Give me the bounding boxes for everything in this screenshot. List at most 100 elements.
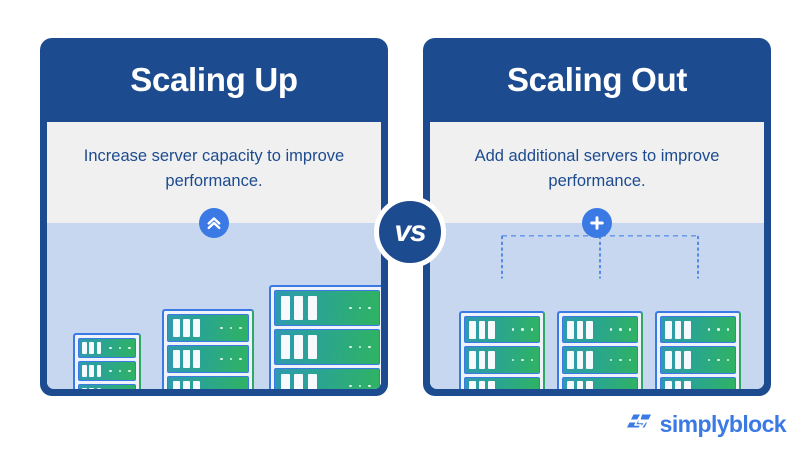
drive-bay (89, 364, 95, 378)
drive-bays (469, 381, 495, 389)
server-unit (78, 361, 136, 381)
drive-bays (281, 334, 317, 360)
drive-bay (488, 350, 495, 370)
status-dots (109, 369, 131, 373)
drive-bay (294, 334, 304, 360)
drive-bay (182, 349, 190, 369)
drive-bays (82, 341, 102, 355)
card-title-scaling-up: Scaling Up (130, 61, 298, 98)
drive-bay (89, 341, 95, 355)
server-unit (274, 329, 380, 365)
status-dot (358, 345, 362, 349)
drive-bay (674, 320, 682, 339)
status-dot (349, 384, 352, 388)
status-dot (229, 326, 233, 330)
status-dot (511, 328, 515, 331)
drive-bay (307, 295, 317, 321)
card-body-scaling-up: Increase server capacity to improve perf… (47, 122, 381, 389)
status-dots (707, 328, 730, 331)
drive-bay (478, 381, 486, 389)
drive-bays (469, 350, 495, 370)
server-rack-medium (162, 309, 254, 389)
drive-bay (586, 381, 593, 389)
status-dot (349, 345, 352, 349)
status-dots (511, 328, 534, 331)
drive-bays (665, 320, 691, 339)
status-dot (368, 345, 371, 349)
drive-bay (488, 320, 495, 339)
status-dots (109, 346, 131, 350)
server-unit (167, 314, 249, 342)
drive-bay (586, 320, 593, 339)
drive-bays (665, 381, 691, 389)
illustration-scaling-out (430, 223, 764, 389)
status-dot (358, 306, 362, 310)
status-dots (707, 358, 730, 362)
status-dot (530, 358, 534, 362)
card-body-scaling-out: Add additional servers to improve perfor… (430, 122, 764, 389)
drive-bay (182, 380, 190, 389)
drive-bay (684, 381, 691, 389)
server-unit (660, 376, 736, 389)
drive-bay (665, 350, 672, 370)
drive-bay (193, 349, 200, 369)
card-title-scaling-out: Scaling Out (506, 61, 688, 98)
illustration-scaling-up (47, 223, 381, 389)
drive-bay (281, 373, 291, 389)
server-unit (562, 346, 638, 374)
drive-bays (665, 350, 691, 370)
drive-bays (281, 295, 317, 321)
drive-bay (89, 387, 95, 389)
drive-bay (478, 350, 486, 370)
status-dot (220, 326, 223, 330)
drive-bay (665, 320, 672, 339)
server-unit (464, 316, 540, 344)
drive-bay (294, 373, 304, 389)
status-dot (118, 369, 122, 373)
card-description-scaling-out: Add additional servers to improve perfor… (474, 147, 720, 190)
server-rack-node-1 (459, 311, 545, 389)
server-rack-node-2 (557, 311, 643, 389)
status-dot (109, 369, 112, 373)
server-unit (464, 376, 540, 389)
status-dot (128, 369, 131, 373)
drive-bay (478, 320, 486, 339)
status-dot (349, 306, 352, 310)
drive-bay (469, 381, 476, 389)
double-chevron-up-icon (199, 208, 229, 238)
status-dots (511, 358, 534, 362)
status-dot (220, 357, 223, 361)
drive-bay (665, 381, 672, 389)
server-unit (78, 338, 136, 358)
server-unit (167, 345, 249, 373)
drive-bay (193, 318, 200, 338)
server-unit (78, 384, 136, 389)
status-dot (358, 384, 362, 388)
drive-bay (82, 387, 88, 389)
status-dot (707, 358, 711, 362)
server-unit (274, 290, 380, 326)
drive-bay (576, 350, 584, 370)
drive-bays (82, 387, 102, 389)
drive-bay (469, 320, 476, 339)
versus-label: vs (394, 215, 426, 248)
status-dots (609, 328, 632, 331)
drive-bay (576, 381, 584, 389)
simplyblock-mark-icon (626, 412, 651, 437)
drive-bays (82, 364, 102, 378)
status-dot (368, 384, 371, 388)
server-rack-node-3 (655, 311, 741, 389)
status-dot (368, 306, 371, 310)
status-dot (628, 358, 632, 362)
drive-bay (567, 320, 574, 339)
drive-bay (96, 387, 102, 389)
drive-bay (193, 380, 200, 389)
drive-bay (586, 350, 593, 370)
drive-bay (294, 295, 304, 321)
status-dot (726, 358, 730, 362)
drive-bays (469, 320, 495, 339)
drive-bay (684, 320, 691, 339)
drive-bay (674, 381, 682, 389)
server-rack-small (73, 333, 141, 389)
